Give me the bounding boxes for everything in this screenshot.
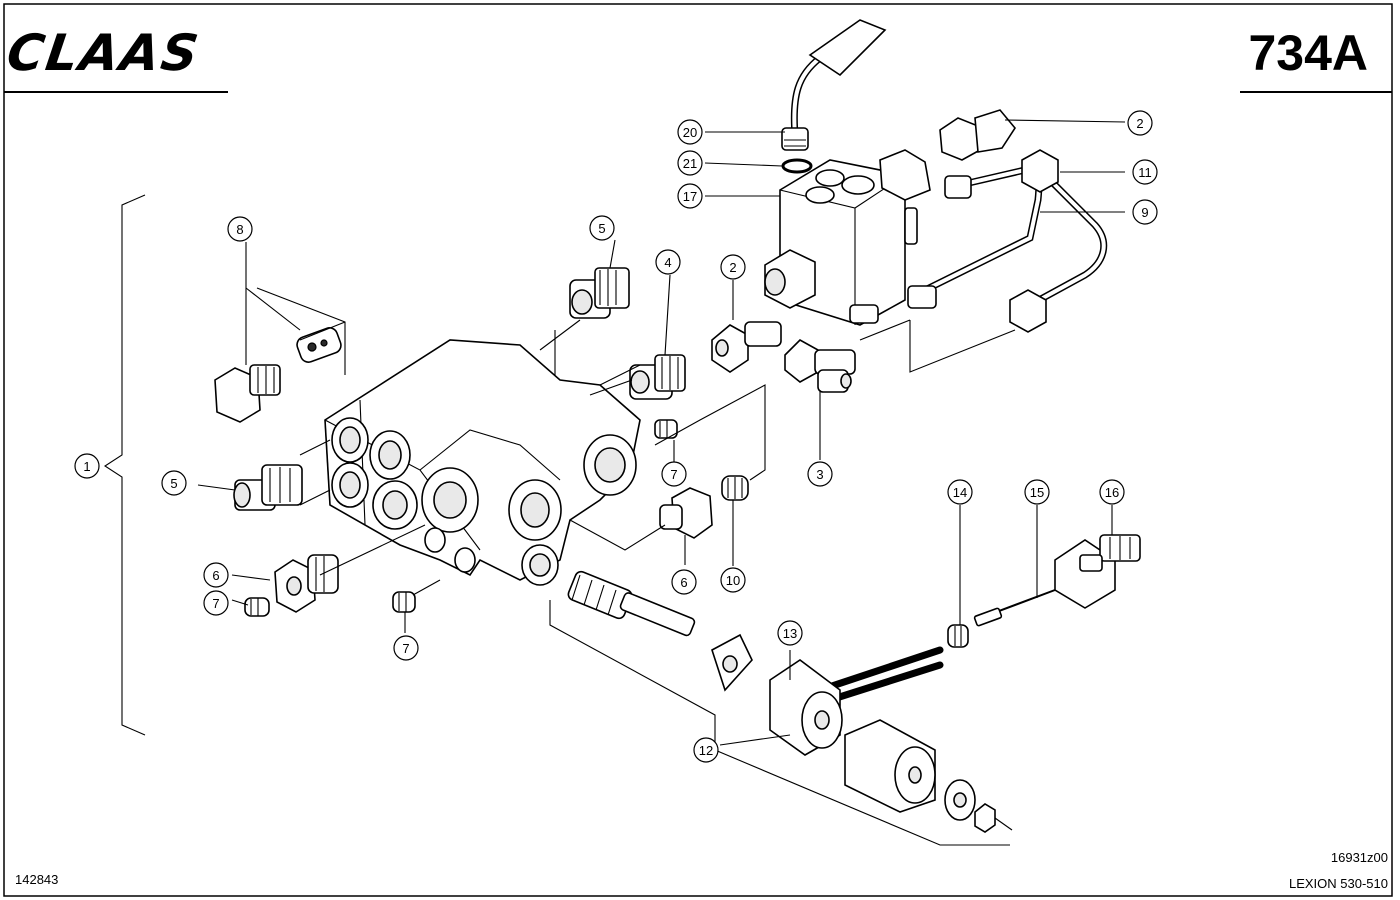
o-ring-21 [781,158,813,174]
svg-text:5: 5 [598,221,605,236]
callout-5-top: 5 [589,215,615,241]
svg-text:17: 17 [683,189,697,204]
svg-text:3: 3 [816,467,823,482]
svg-text:21: 21 [683,156,697,171]
valve-body [324,339,641,586]
plug-6-left [274,554,339,613]
svg-text:10: 10 [726,573,740,588]
svg-text:7: 7 [212,596,219,611]
plug-7-left [244,597,270,617]
tee-fitting-3 [784,339,856,393]
svg-text:1: 1 [83,459,90,474]
callout-3: 3 [807,461,833,487]
assembly-bracket [103,194,146,736]
callout-1: 1 [74,453,100,479]
callout-13: 13 [777,620,803,646]
drawing-code: 16931z00 [1331,850,1388,865]
brand-logo: CLAAS [3,23,203,82]
fitting-4 [629,354,686,400]
fitting-5-top [569,267,630,319]
callout-8: 8 [227,216,253,242]
callout-6-left: 6 [203,562,229,588]
orifice-nipple-8 [296,327,342,363]
leader-lines [197,119,1126,846]
svg-text:20: 20 [683,125,697,140]
sheet-border [3,3,1393,897]
svg-text:2: 2 [729,260,736,275]
contact-pin-15 [973,589,1056,627]
callout-7-left: 7 [203,590,229,616]
svg-text:14: 14 [953,485,967,500]
svg-text:7: 7 [670,467,677,482]
svg-text:15: 15 [1030,485,1044,500]
svg-text:12: 12 [699,743,713,758]
svg-text:6: 6 [680,575,687,590]
svg-text:16: 16 [1105,485,1119,500]
fitting-10 [721,475,749,501]
svg-text:13: 13 [783,626,797,641]
connector-housing-16 [1054,534,1141,609]
svg-text:6: 6 [212,568,219,583]
callout-12: 12 [693,737,719,763]
washer-and-nut-12 [944,779,1013,833]
plug-7-center [392,591,416,613]
svg-text:8: 8 [236,222,243,237]
elbow-fitting-2-middle [711,321,782,373]
svg-text:11: 11 [1138,165,1152,180]
page-number: 734A [1248,25,1368,81]
callout-7-upper: 7 [661,461,687,487]
callout-4: 4 [655,249,681,275]
callout-7-center: 7 [393,635,419,661]
doc-number: 142843 [15,872,58,887]
plug-7-upper [654,419,678,439]
model-name: LEXION 530-510 [1289,876,1388,891]
callout-15: 15 [1024,479,1050,505]
control-valve-block-17 [764,149,931,326]
wire-seal-14 [947,624,969,648]
svg-text:5: 5 [170,476,177,491]
hand-grip-lever-20 [781,19,887,151]
callout-9: 9 [1132,199,1158,225]
coil-cover-12 [844,719,936,813]
plug-6-right [659,487,713,539]
callout-5-left: 5 [161,470,187,496]
plug-screw-8 [214,364,281,423]
callout-21: 21 [677,150,703,176]
callout-2-middle: 2 [720,254,746,280]
callout-11: 11 [1132,159,1158,185]
hose-line-11 [1009,149,1108,333]
callout-6-right: 6 [671,569,697,595]
callout-2-top: 2 [1127,110,1153,136]
svg-text:4: 4 [664,255,671,270]
callout-16: 16 [1099,479,1125,505]
svg-text:7: 7 [402,641,409,656]
svg-text:9: 9 [1141,205,1148,220]
elbow-fitting-2-top [939,109,1016,161]
callout-17: 17 [677,183,703,209]
callout-14: 14 [947,479,973,505]
svg-text:2: 2 [1136,116,1143,131]
callout-10: 10 [720,567,746,593]
solenoid-coil-13 [769,646,944,756]
fitting-5-left [233,464,303,511]
valve-cartridge-12 [567,570,753,692]
callout-20: 20 [677,119,703,145]
